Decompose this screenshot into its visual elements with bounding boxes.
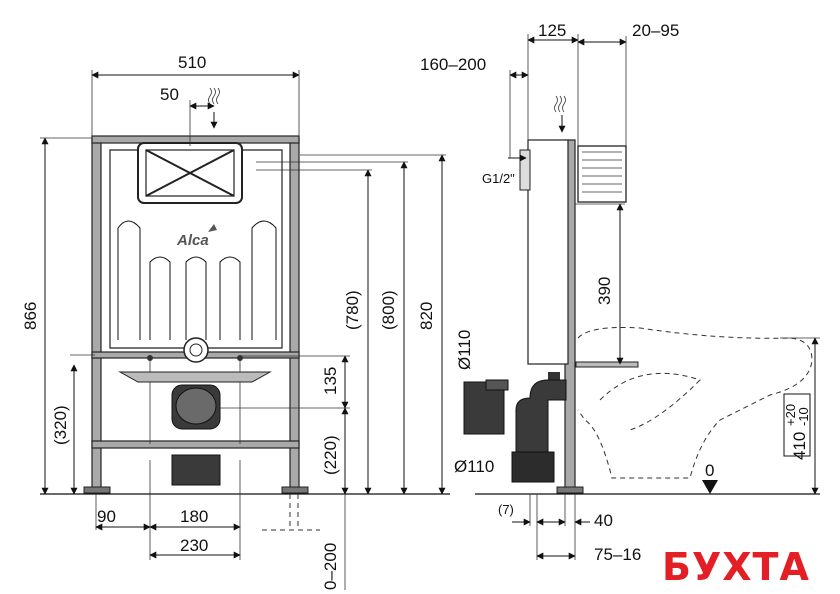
dim-40: 40 [594,511,613,530]
dim-410-box [783,393,811,457]
front-view: Alca 510 50 866 (780) [21,53,450,590]
dim-20-95: 20–95 [632,21,679,40]
pipe-diameter-upper: Ø110 [455,330,474,370]
wc-bowl-inner [599,372,701,431]
mounting-rod [575,361,639,368]
dim-230: 230 [180,536,208,555]
side-drain-pipe [511,451,555,483]
thread-label: G1/2" [482,171,515,186]
left-frame-post [91,137,102,491]
dim-180: 180 [180,507,208,526]
dim-390: 390 [595,277,614,305]
right-foot [281,486,309,494]
side-cistern [527,139,569,365]
dim-75-16: 75–16 [594,545,641,564]
dim-866: 866 [21,302,40,330]
zero-mark: 0 [705,461,714,480]
dim-125: 125 [538,21,566,40]
dim-510: 510 [178,53,206,72]
dim-50: 50 [160,85,179,104]
watermark-logo: БУХТА [662,545,810,589]
lower-rail [91,440,300,449]
brand-bird-icon [208,224,217,232]
dim-800: (800) [379,290,398,330]
side-flush-tube [577,145,627,203]
dim-90: 90 [97,507,116,526]
side-flush-tube-threads [582,151,622,193]
drain-outlet [175,387,217,425]
side-foot [556,486,584,494]
water-inlet-icon [208,87,220,105]
brand-logo: Alca [176,232,209,249]
right-frame-post [289,137,300,491]
dim-220: (220) [321,435,340,475]
dim-0-200: 0–200 [321,543,340,590]
flush-connector [183,337,209,363]
dim-820: 820 [417,302,436,330]
zero-mark-arrow [702,480,718,494]
dim-7: (7) [498,502,514,517]
dim-320: (320) [51,405,70,445]
dim-410-tol-minus: -10 [796,407,811,426]
side-inlet-block [519,149,531,191]
flush-connector-inner [189,343,203,357]
left-foot [83,486,111,494]
dim-410: 410 [790,432,809,460]
side-drain-elbow [515,379,567,453]
flush-cross-b [145,149,235,197]
dim-135: 135 [321,367,340,395]
side-water-icon [554,95,566,113]
side-outlet-cap [485,379,509,391]
flush-plate-inner [145,149,235,197]
drain-bracket [118,371,272,383]
dim-410-tol-plus: +20 [783,404,798,426]
dim-780: (780) [343,290,362,330]
side-view: G1/2" 0 125 20–95 160–200 390 [420,21,820,564]
top-rail [91,135,300,144]
drain-pipe [171,454,221,486]
pipe-diameter-lower: Ø110 [454,457,494,476]
cistern-ribs [117,220,277,340]
side-outlet-connector [463,381,505,435]
dim-160-200: 160–200 [420,55,486,74]
wc-bowl-outline [577,326,813,479]
